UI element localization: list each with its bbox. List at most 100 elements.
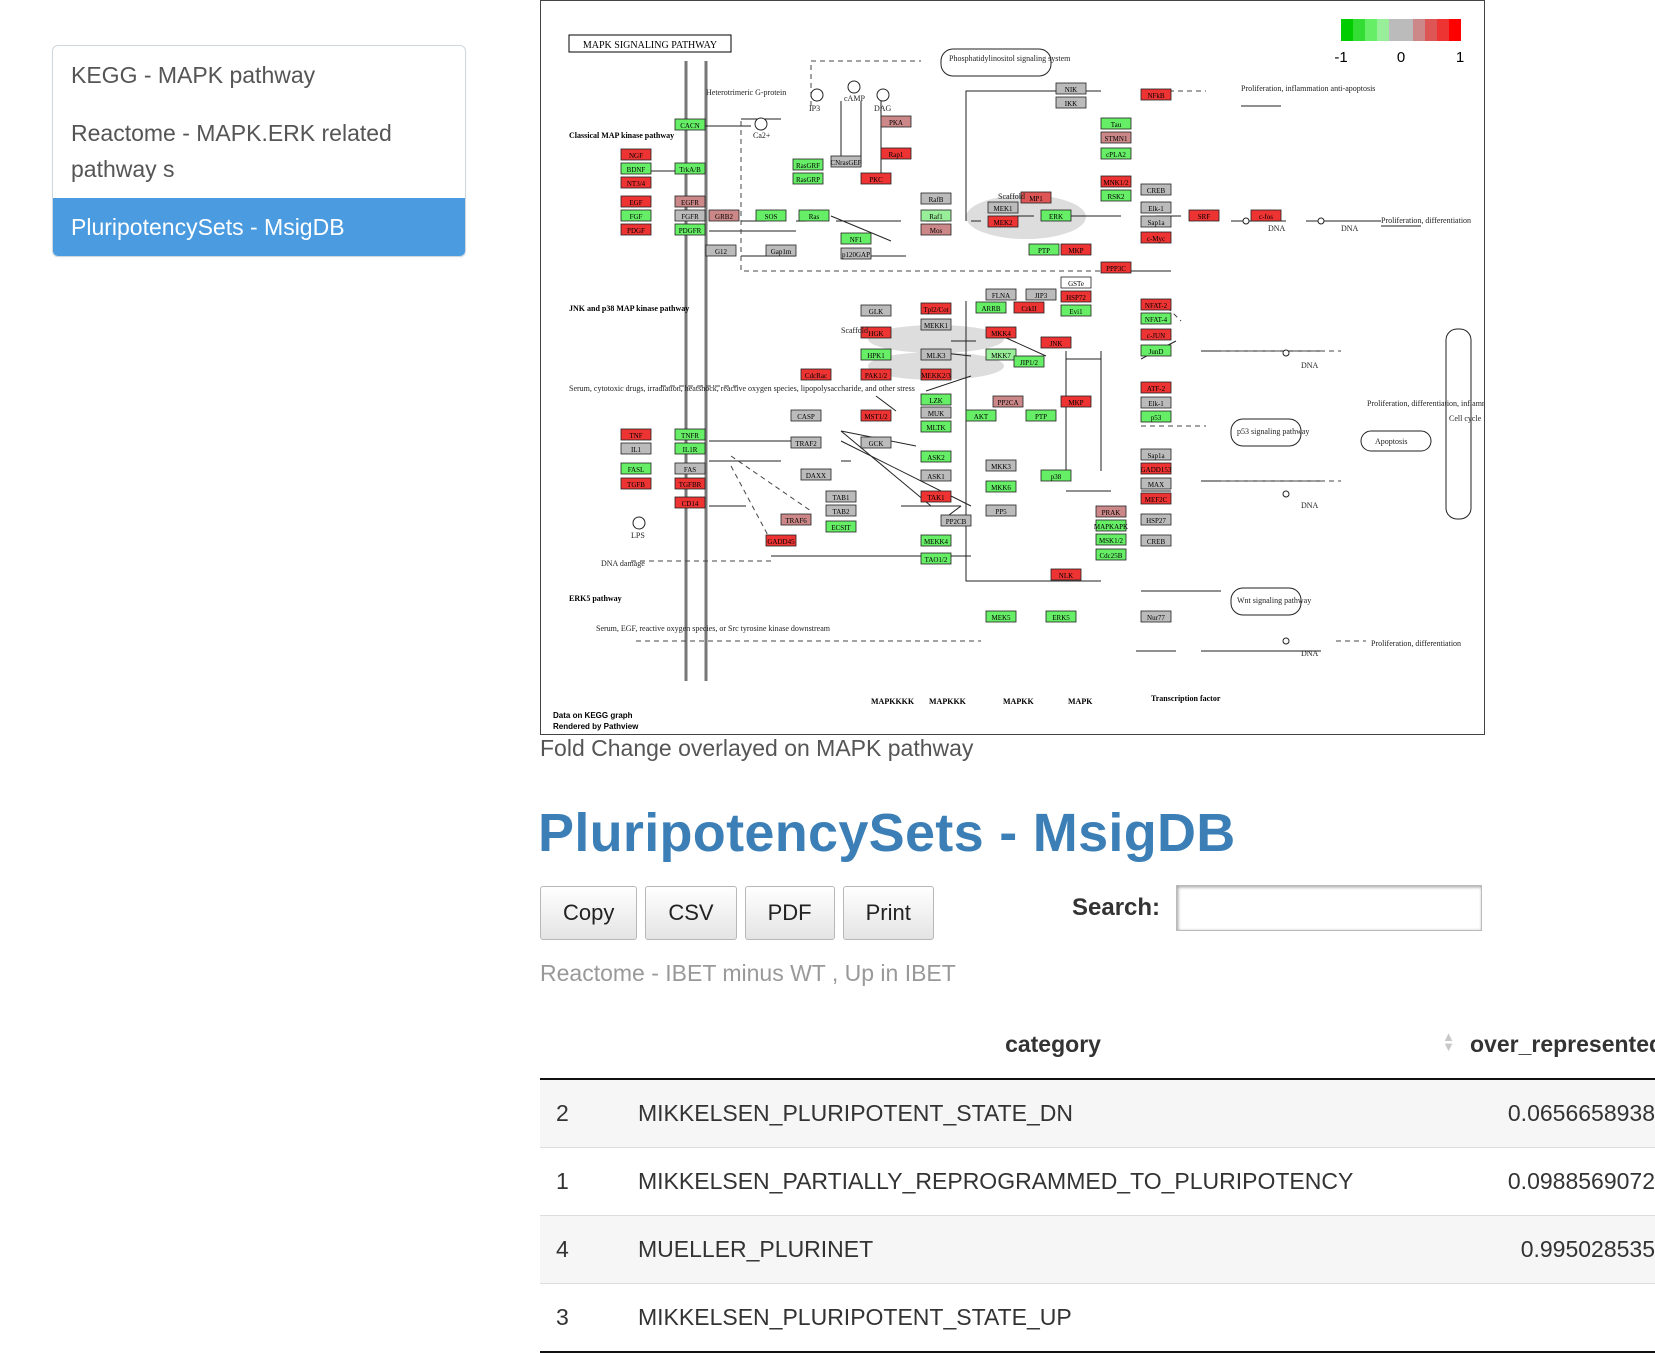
- gene-node-label: MKK3: [991, 463, 1011, 471]
- gene-node-label: HSP27: [1146, 517, 1166, 525]
- gene-node: MEKK1: [920, 318, 952, 331]
- table-row[interactable]: 1 MIKKELSEN_PARTIALLY_REPROGRAMMED_TO_PL…: [540, 1147, 1655, 1216]
- gene-node-box: [708, 209, 740, 222]
- gene-node-box: [1140, 312, 1172, 325]
- gene-node-label: HSP72: [1066, 294, 1086, 302]
- pathway-annotations: Phosphatidylinositol signaling system He…: [569, 54, 1484, 658]
- gene-node-box: [920, 450, 952, 463]
- gene-node-label: JIP3: [1035, 292, 1048, 300]
- gene-node-label: PTP: [1035, 413, 1047, 421]
- table-row[interactable]: 4 MUELLER_PLURINET 0.995028535: [540, 1215, 1655, 1284]
- gene-node: MST1/2: [860, 409, 892, 422]
- nav-item-pluripotency-sets[interactable]: PluripotencySets - MsigDB: [53, 198, 465, 256]
- gene-node: Tau: [1100, 117, 1132, 130]
- gene-node: AKT: [965, 409, 997, 422]
- gene-node-box: [620, 176, 652, 189]
- gene-node: MKK7: [985, 348, 1017, 361]
- gene-node-label: FLNA: [992, 292, 1010, 300]
- gene-node-label: PAK1/2: [865, 372, 888, 380]
- gene-node: Elk-1: [1140, 201, 1172, 214]
- cell-cycle-box: [1445, 328, 1472, 520]
- gene-node-box: [920, 209, 952, 222]
- gene-node-label: TAB1: [833, 494, 850, 502]
- nav-item-reactome-mapk-erk[interactable]: Reactome - MAPK.ERK related pathway s: [71, 120, 392, 182]
- svg-text:Cell cycle: Cell cycle: [1449, 414, 1482, 423]
- gene-node-box: [985, 610, 1017, 623]
- gene-node: MNK1/2: [1100, 175, 1132, 188]
- gene-node: GADD45: [765, 534, 797, 547]
- pathway-tier-labels: MAPKKKK MAPKKK MAPKK MAPK Transcription …: [871, 694, 1221, 706]
- svg-text:Data on KEGG graph: Data on KEGG graph: [553, 711, 633, 720]
- wnt-signaling-box: [1230, 587, 1302, 616]
- gene-node: MKK6: [985, 480, 1017, 493]
- gene-node-box: [920, 469, 952, 482]
- gene-node: Sap1a: [1140, 215, 1172, 228]
- header-over-represented-p[interactable]: over_represented_p: [1469, 1010, 1655, 1080]
- gene-node-box: [880, 115, 912, 128]
- search-input[interactable]: [1176, 885, 1482, 931]
- gene-node-box: [992, 395, 1024, 408]
- gene-node-box: [1140, 215, 1172, 228]
- sort-both-icon[interactable]: ▲▼: [1442, 1029, 1455, 1054]
- row-category: MIKKELSEN_PLURIPOTENT_STATE_DN: [637, 1078, 1469, 1148]
- gene-node: Tpl2/Cot: [920, 302, 952, 315]
- gene-node-label: GSTe: [1068, 280, 1084, 288]
- nav-item-kegg-mapk[interactable]: KEGG - MAPK pathway: [71, 62, 316, 88]
- copy-button[interactable]: Copy: [540, 886, 638, 940]
- gene-node-label: CdcRac: [805, 372, 827, 380]
- header-category[interactable]: category ▲▼: [637, 1010, 1469, 1080]
- svg-text:MAPKK: MAPKK: [1003, 697, 1034, 706]
- pathway-title-box: [568, 34, 732, 53]
- gene-node: Gap1m: [765, 244, 797, 257]
- gene-node: PP2CB: [940, 514, 972, 527]
- gene-node: PPP3C: [1100, 261, 1132, 274]
- gene-node: HSP27: [1140, 513, 1172, 526]
- pdf-button[interactable]: PDF: [744, 886, 835, 940]
- print-button[interactable]: Print: [842, 886, 934, 940]
- legend-swatch: [1449, 19, 1461, 41]
- gene-node: TGFBR: [674, 477, 706, 490]
- gene-node-label: MLTK: [926, 424, 945, 432]
- jnk-scaffold-blob-2: [868, 352, 1004, 380]
- gene-node: Cdc25B: [1095, 548, 1127, 561]
- header-index[interactable]: [540, 1010, 637, 1080]
- gene-node: TRAF6: [780, 513, 812, 526]
- gene-node-box: [1140, 381, 1172, 394]
- gene-node-label: GADD45: [767, 538, 795, 546]
- row-category: MUELLER_PLURINET: [637, 1215, 1469, 1284]
- gene-node-label: TGFBR: [679, 481, 702, 489]
- gene-node-box: [830, 155, 862, 168]
- svg-text:Scaffold: Scaffold: [998, 192, 1025, 201]
- gene-node: MEKK2/3: [920, 368, 952, 381]
- gene-node: RasGRP: [792, 172, 824, 185]
- gene-node-box: [985, 326, 1017, 339]
- gene-node-box: [620, 209, 652, 222]
- gene-node-label: TNF: [629, 432, 642, 440]
- svg-text:p53 signaling pathway: p53 signaling pathway: [1237, 427, 1309, 436]
- gene-node: NFkB: [1140, 88, 1172, 101]
- table-row[interactable]: 3 MIKKELSEN_PLURIPOTENT_STATE_UP: [540, 1283, 1655, 1353]
- gene-node-box: [1040, 209, 1072, 222]
- gene-node: PTP: [1025, 409, 1057, 422]
- gene-node-label: MKP: [1068, 247, 1083, 255]
- gene-node-label: Ras: [809, 213, 820, 221]
- gene-node: NF1: [840, 232, 872, 245]
- gene-node-box: [780, 513, 812, 526]
- gene-node-label: c-JUN: [1147, 332, 1165, 340]
- gene-node: JIP3: [1025, 288, 1057, 301]
- gene-node-label: FAS: [684, 466, 696, 474]
- gene-node: GADD153: [1140, 462, 1172, 475]
- csv-button[interactable]: CSV: [645, 886, 737, 940]
- sidebar-nav: KEGG - MAPK pathway Reactome - MAPK.ERK …: [52, 45, 466, 257]
- gene-node-box: [860, 409, 892, 422]
- phosphatidylinositol-box: [940, 48, 1052, 77]
- table-row[interactable]: 2 MIKKELSEN_PLURIPOTENT_STATE_DN 0.06566…: [540, 1078, 1655, 1148]
- gene-node-label: c-Myc: [1147, 235, 1165, 243]
- gene-node-box: [860, 172, 892, 185]
- gene-node-label: JunD: [1149, 348, 1164, 356]
- gene-node: PP5: [985, 504, 1017, 517]
- gene-node: PRAK: [1095, 505, 1127, 518]
- row-index: 2: [540, 1078, 637, 1148]
- gene-node: SRF: [1188, 209, 1220, 222]
- gene-node-box: [792, 158, 824, 171]
